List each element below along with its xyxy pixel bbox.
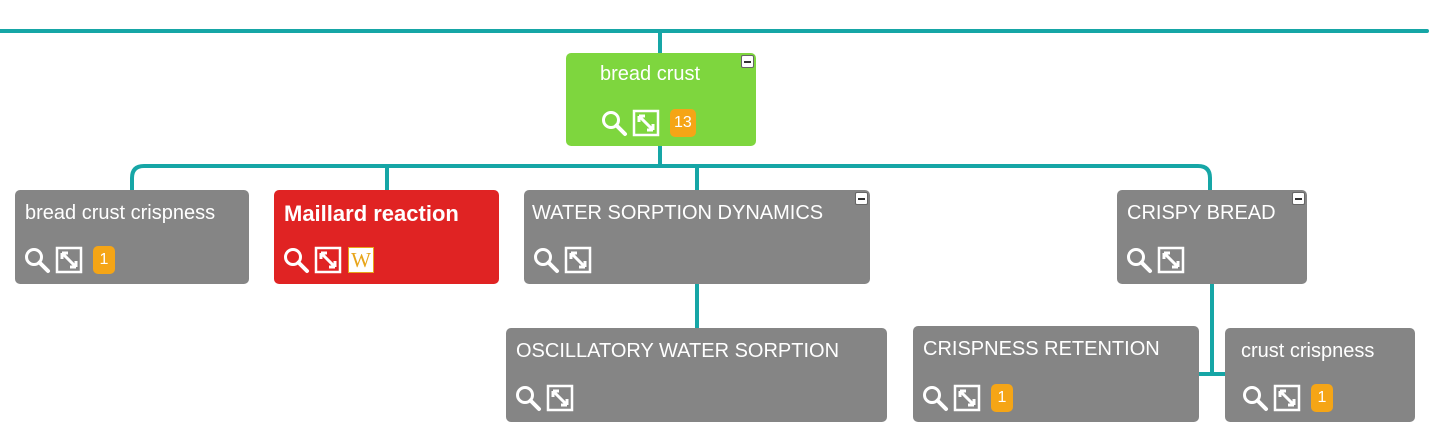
count-badge[interactable]: 13	[670, 109, 696, 137]
edit-icon[interactable]	[564, 246, 592, 274]
search-icon[interactable]	[23, 246, 51, 274]
search-icon[interactable]	[600, 109, 628, 137]
edit-icon[interactable]	[314, 246, 342, 274]
node-actions: 1	[23, 246, 115, 274]
count-badge[interactable]: 1	[991, 384, 1013, 412]
edit-icon[interactable]	[1157, 246, 1185, 274]
node-oscillatory-water-sorption[interactable]: OSCILLATORY WATER SORPTION	[506, 328, 887, 422]
node-actions	[532, 246, 592, 274]
collapse-icon[interactable]	[855, 192, 868, 205]
node-label: bread crust	[600, 63, 701, 85]
node-water-sorption-dynamics[interactable]: WATER SORPTION DYNAMICS	[524, 190, 870, 284]
node-label: CRISPNESS RETENTION	[923, 338, 1160, 360]
collapse-icon[interactable]	[741, 55, 754, 68]
node-label: bread crust crispness	[25, 202, 216, 224]
search-icon[interactable]	[1241, 384, 1269, 412]
edit-icon[interactable]	[546, 384, 574, 412]
node-actions: W	[282, 246, 374, 274]
node-bread-crust-crispness[interactable]: bread crust crispness 1	[15, 190, 249, 284]
crispy-children-connector	[1197, 282, 1227, 376]
node-label: Maillard reaction	[284, 201, 459, 226]
edit-icon[interactable]	[632, 109, 660, 137]
node-actions: 1	[1241, 384, 1333, 412]
count-badge[interactable]: 1	[1311, 384, 1333, 412]
node-crispy-bread[interactable]: CRISPY BREAD	[1117, 190, 1307, 284]
top-connector	[0, 29, 1429, 57]
node-crispness-retention[interactable]: CRISPNESS RETENTION 1	[913, 326, 1199, 422]
node-label: crust crispness	[1241, 340, 1375, 362]
collapse-icon[interactable]	[1292, 192, 1305, 205]
search-icon[interactable]	[1125, 246, 1153, 274]
wikipedia-icon[interactable]: W	[348, 247, 374, 273]
count-badge[interactable]: 1	[93, 246, 115, 274]
edit-icon[interactable]	[55, 246, 83, 274]
node-actions: 13	[600, 109, 696, 137]
node-bread-crust[interactable]: bread crust 13	[566, 53, 756, 146]
node-crust-crispness[interactable]: crust crispness 1	[1225, 328, 1415, 422]
node-label: OSCILLATORY WATER SORPTION	[516, 340, 840, 362]
node-maillard-reaction[interactable]: Maillard reaction W	[274, 190, 499, 284]
node-label: WATER SORPTION DYNAMICS	[532, 202, 824, 224]
search-icon[interactable]	[532, 246, 560, 274]
node-actions	[514, 384, 574, 412]
root-children-connector	[130, 143, 1212, 192]
search-icon[interactable]	[514, 384, 542, 412]
node-actions	[1125, 246, 1185, 274]
edit-icon[interactable]	[1273, 384, 1301, 412]
search-icon[interactable]	[282, 246, 310, 274]
node-label: CRISPY BREAD	[1127, 202, 1276, 224]
search-icon[interactable]	[921, 384, 949, 412]
node-actions: 1	[921, 384, 1013, 412]
edit-icon[interactable]	[953, 384, 981, 412]
